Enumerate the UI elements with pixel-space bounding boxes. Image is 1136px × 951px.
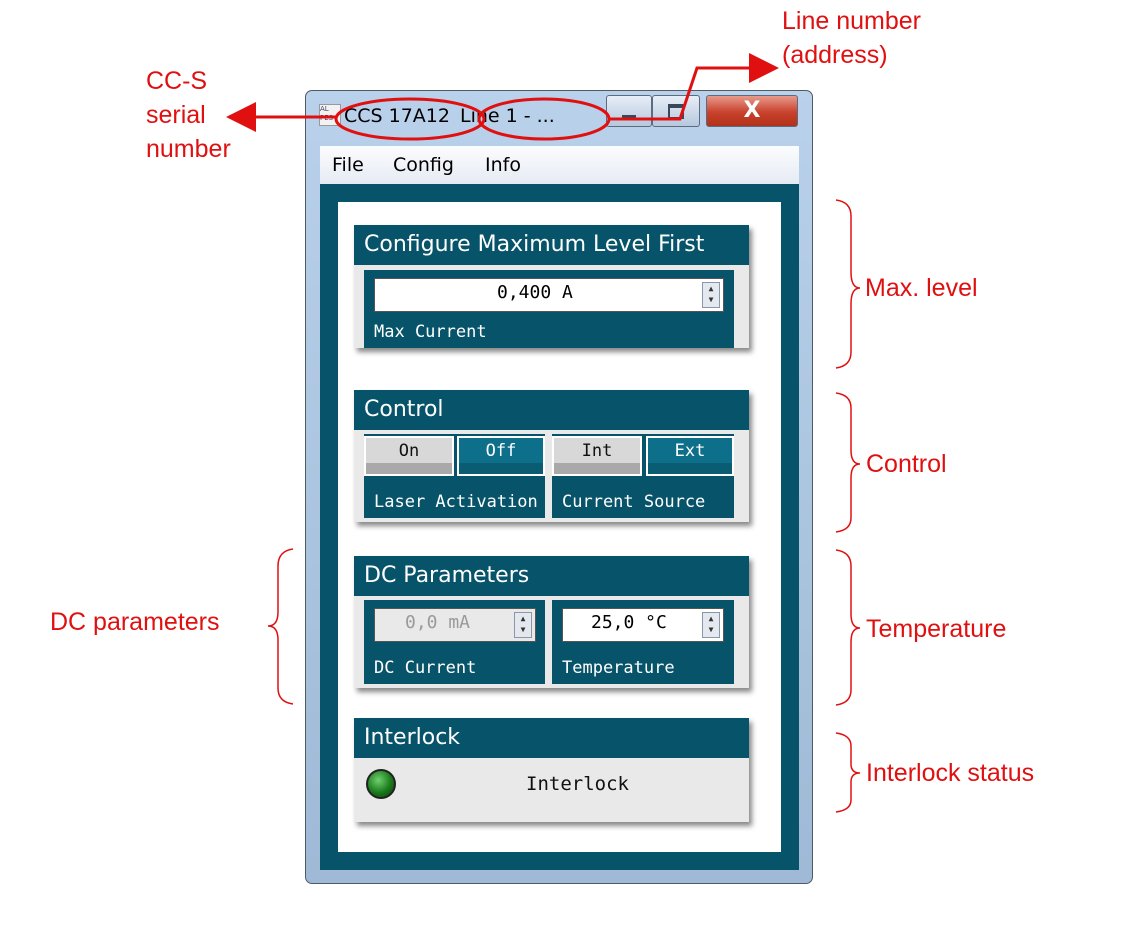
interlock-label: Interlock <box>526 773 629 795</box>
max-current-input[interactable]: 0,400 A ▲▼ <box>374 278 724 312</box>
dc-current-value: 0,0 mA <box>405 612 471 633</box>
max-level-annotation: Max. level <box>865 274 978 302</box>
spin-arrows-icon[interactable]: ▲▼ <box>702 282 720 308</box>
interlock-group: Interlock Interlock <box>354 718 749 822</box>
dc-parameters-brace <box>267 548 294 705</box>
window-title: CCS 17A12 Line 1 - ... <box>344 105 565 127</box>
temperature-annotation: Temperature <box>866 615 1007 643</box>
line-number-annotation: Line number (address) <box>782 4 921 72</box>
maximize-icon <box>668 104 684 119</box>
spin-arrows-icon[interactable]: ▲▼ <box>702 612 720 638</box>
serial-annotation-line3: number <box>146 135 231 163</box>
temperature-box: 25,0 °C ▲▼ Temperature <box>552 600 734 684</box>
menu-info[interactable]: Info <box>485 154 521 176</box>
max-current-value: 0,400 A <box>497 282 573 303</box>
interlock-brace <box>835 732 861 813</box>
max-current-label: Max Current <box>374 322 487 342</box>
close-button[interactable]: X <box>706 95 798 127</box>
client-area: Configure Maximum Level First 0,400 A ▲▼… <box>320 184 799 870</box>
control-group: Control On Off Laser Activation Int Ext … <box>354 390 749 522</box>
interlock-led-icon <box>366 769 396 799</box>
menu-file[interactable]: File <box>332 154 364 176</box>
max-level-group: Configure Maximum Level First 0,400 A ▲▼… <box>354 225 749 348</box>
max-level-brace <box>835 199 861 369</box>
title-line: Line 1 - ... <box>459 105 555 127</box>
serial-annotation-line2: serial <box>146 101 206 129</box>
laser-activation-box: On Off Laser Activation <box>364 434 545 518</box>
serial-annotation-line1: CC-S <box>146 67 208 95</box>
temperature-brace <box>835 549 861 706</box>
interlock-status-annotation: Interlock status <box>866 759 1035 787</box>
temperature-label: Temperature <box>562 658 675 678</box>
dc-parameters-group: DC Parameters 0,0 mA ▲▼ DC Current 25,0 … <box>354 556 749 688</box>
dc-parameters-title: DC Parameters <box>354 556 749 596</box>
temperature-value: 25,0 °C <box>591 612 667 633</box>
dc-current-box: 0,0 mA ▲▼ DC Current <box>364 600 545 684</box>
control-title: Control <box>354 390 749 430</box>
max-level-title: Configure Maximum Level First <box>354 225 749 265</box>
laser-activation-label: Laser Activation <box>374 492 538 512</box>
interlock-title: Interlock <box>354 718 749 758</box>
temperature-input[interactable]: 25,0 °C ▲▼ <box>562 608 724 642</box>
laser-on-button[interactable]: On <box>364 436 454 476</box>
line-number-annotation-line2: (address) <box>782 41 888 69</box>
dc-current-label: DC Current <box>374 658 477 678</box>
serial-annotation: CC-S serial number <box>146 64 231 166</box>
maximize-button[interactable] <box>652 95 700 127</box>
dc-current-input: 0,0 mA ▲▼ <box>374 608 536 642</box>
source-int-button[interactable]: Int <box>552 436 642 476</box>
current-source-box: Int Ext Current Source <box>552 434 734 518</box>
max-current-box: 0,400 A ▲▼ Max Current <box>364 270 734 348</box>
minimize-icon <box>622 115 636 118</box>
dc-parameters-annotation: DC parameters <box>50 608 220 636</box>
source-ext-button[interactable]: Ext <box>646 436 734 476</box>
control-annotation: Control <box>866 450 947 478</box>
spin-arrows-icon: ▲▼ <box>514 612 532 638</box>
laser-off-button[interactable]: Off <box>457 436 545 476</box>
minimize-button[interactable] <box>606 95 652 127</box>
control-brace <box>835 392 861 533</box>
current-source-label: Current Source <box>562 492 706 512</box>
menu-config[interactable]: Config <box>393 154 454 176</box>
title-serial: CCS 17A12 <box>344 105 450 127</box>
line-number-annotation-line1: Line number <box>782 7 921 35</box>
menu-bar: File Config Info <box>320 146 799 184</box>
